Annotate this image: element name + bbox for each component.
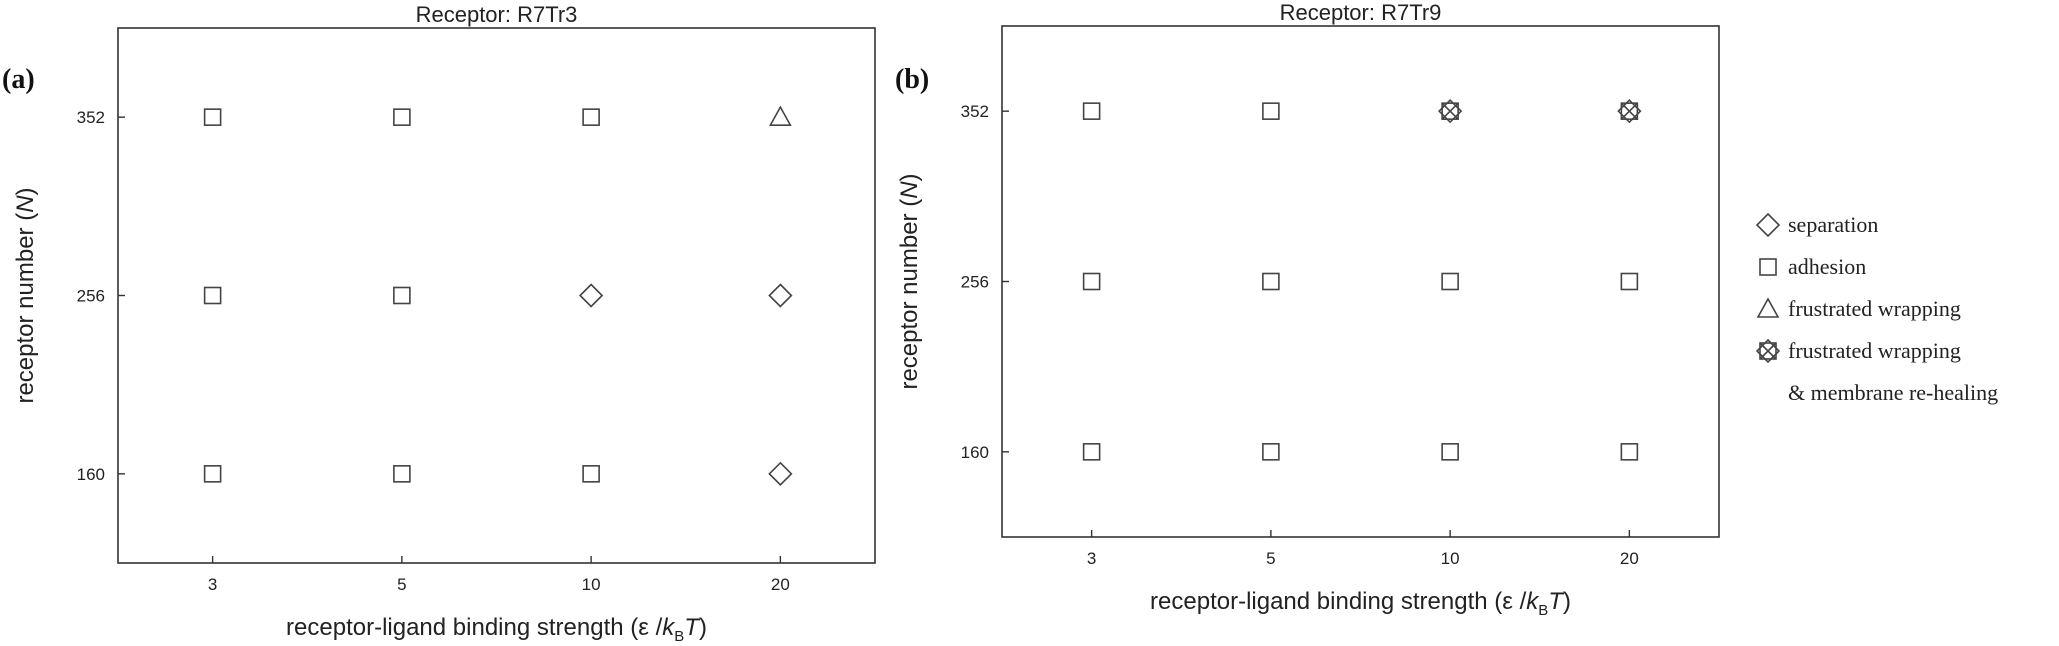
data-point-square [1441,272,1459,291]
y-tick-label: 352 [77,108,105,127]
x-tick-label: 10 [582,575,601,594]
legend-label: frustrated wrapping [1788,296,1961,321]
legend-marker-diamond [1755,212,1781,238]
x-tick-label: 3 [1087,549,1096,568]
y-tick-label: 160 [961,443,989,462]
x-tick-label: 3 [208,575,217,594]
legend-item: & membrane re-healing [1788,380,1998,405]
data-point-triangle [769,105,792,126]
x-tick-label: 20 [1620,549,1639,568]
data-point-diamond [578,283,604,308]
y-tick-label: 256 [961,273,989,292]
data-point-square [1262,443,1280,461]
legend-item: frustrated wrapping [1756,296,1961,321]
plot-frame [1001,25,1720,538]
data-point-crossed [1437,99,1463,124]
data-point-crossed [1617,99,1642,124]
data-point-square [393,108,411,126]
legend-item: adhesion [1759,254,1866,279]
legend-marker-triangle [1756,297,1780,318]
x-axis-label: receptor-ligand binding strength (ε /kBT… [286,614,707,645]
data-point-square [203,465,222,483]
data-point-square [1262,102,1280,120]
chart-title: Receptor: R7Tr3 [416,2,578,27]
x-tick-label: 20 [771,575,790,594]
data-point-square [582,465,600,483]
y-tick-label: 160 [77,465,105,484]
legend-marker-square [1759,258,1777,276]
data-point-square [393,286,411,305]
data-point-square [1082,443,1101,461]
chart-title: Receptor: R7Tr9 [1280,0,1442,25]
data-point-square [1620,443,1639,461]
panel-label: (a) [2,64,35,95]
data-point-square [203,108,222,126]
legend-item: separation [1755,212,1878,238]
x-tick-label: 10 [1441,549,1460,568]
data-point-square [1082,272,1101,291]
data-point-square [1082,102,1101,120]
data-point-square [393,465,411,483]
data-point-square [1441,443,1459,461]
x-tick-label: 5 [1266,549,1275,568]
legend-marker-crossed [1755,338,1781,364]
y-axis-label: receptor number (N) [896,173,923,389]
legend-label: & membrane re-healing [1788,380,1998,405]
data-point-square [582,108,600,126]
legend-label: separation [1788,212,1878,237]
x-tick-label: 5 [397,575,406,594]
legend-item: frustrated wrapping [1755,338,1961,364]
data-point-square [203,286,222,305]
y-axis-label: receptor number (N) [12,187,39,403]
x-axis-label: receptor-ligand binding strength (ε /kBT… [1150,588,1571,619]
data-point-diamond [768,283,793,308]
data-point-square [1262,272,1280,291]
data-point-square [1620,272,1639,291]
chart-panel-b: Receptor: R7Tr9 (b) 3 5 10 20 160 256 352 recepto… [895,0,1720,619]
panel-label: (b) [895,64,929,95]
y-tick-label: 256 [77,287,105,306]
plot-frame [117,27,876,564]
legend-label: frustrated wrapping [1788,338,1961,363]
legend: separation adhesion frustrated wrapping fru… [1755,212,1998,405]
y-tick-label: 352 [961,102,989,121]
legend-label: adhesion [1788,254,1866,279]
data-point-diamond [768,461,793,486]
chart-panel-a: Receptor: R7Tr3 (a) 3 5 10 20 160 256 352 recepto… [2,2,876,645]
